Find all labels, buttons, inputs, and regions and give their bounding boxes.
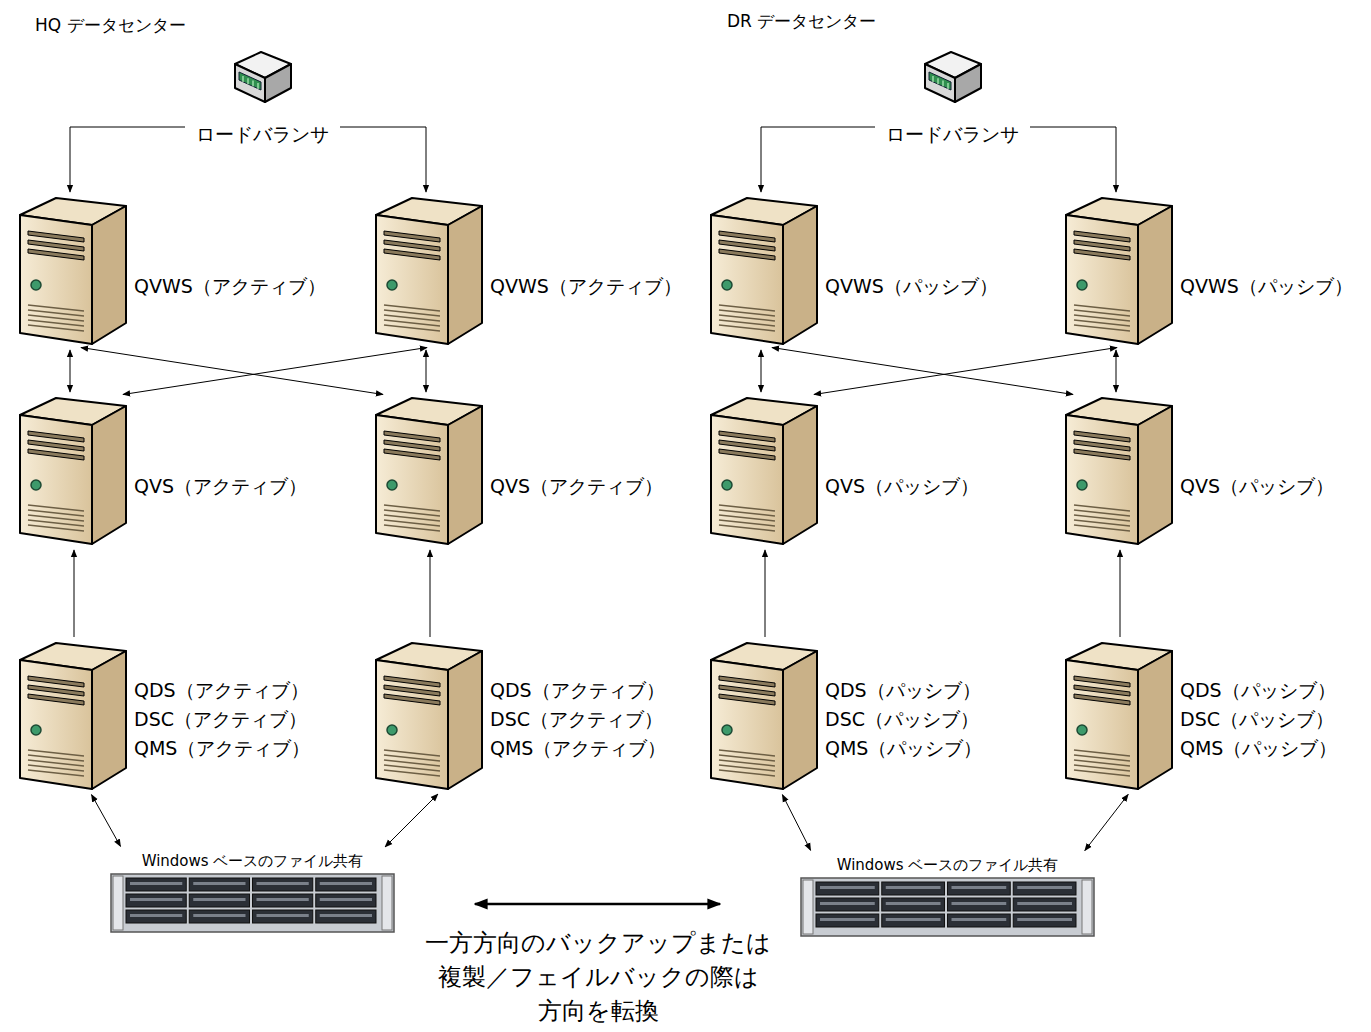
server-label-group: QVWS（パッシブ）	[1180, 272, 1353, 301]
server-icon	[703, 395, 823, 547]
load-balancer-icon	[921, 50, 985, 110]
connector	[430, 550, 431, 637]
connector	[761, 350, 762, 392]
server-label-group: QDS（アクティブ）DSC（アクティブ）QMS（アクティブ）	[134, 676, 310, 763]
connector	[1120, 550, 1121, 637]
connector	[772, 348, 1073, 395]
server-node: QVS（パッシブ）	[703, 395, 984, 547]
load-balancer: ロードバランサ	[185, 50, 340, 152]
server-role-text: DSC（アクティブ）	[134, 705, 310, 734]
server-node: QVS（アクティブ）	[368, 395, 668, 547]
storage-rack-icon	[110, 873, 395, 935]
server-icon	[12, 195, 132, 347]
connector	[92, 795, 121, 847]
server-role-text: QVS（パッシブ）	[1180, 472, 1334, 501]
server-role-text: QDS（アクティブ）	[134, 676, 310, 705]
server-role-text: QVWS（パッシブ）	[825, 272, 998, 301]
server-role-text: QVWS（パッシブ）	[1180, 272, 1353, 301]
connector	[761, 127, 875, 192]
connector	[385, 794, 438, 847]
server-role-text: QMS（アクティブ）	[490, 734, 666, 763]
load-balancer: ロードバランサ	[875, 50, 1030, 152]
server-icon	[1058, 640, 1178, 792]
connector	[74, 550, 75, 637]
connector	[70, 350, 71, 392]
server-icon	[703, 640, 823, 792]
server-label-group: QVWS（アクティブ）	[490, 272, 682, 301]
server-icon	[1058, 395, 1178, 547]
server-node: QVWS（アクティブ）	[368, 195, 686, 347]
server-icon	[368, 640, 488, 792]
server-node: QDS（パッシブ）DSC（パッシブ）QMS（パッシブ）	[1058, 640, 1342, 792]
server-role-text: QMS（アクティブ）	[134, 734, 310, 763]
server-icon	[12, 640, 132, 792]
connector	[426, 350, 427, 392]
server-role-text: QVS（アクティブ）	[134, 472, 307, 501]
server-label-group: QVWS（アクティブ）	[134, 272, 326, 301]
connector	[782, 795, 810, 851]
server-label-group: QVS（アクティブ）	[490, 472, 663, 501]
server-label-group: QDS（パッシブ）DSC（パッシブ）QMS（パッシブ）	[825, 676, 982, 763]
connector	[123, 348, 427, 395]
connector	[70, 127, 185, 192]
server-role-text: DSC（パッシブ）	[1180, 705, 1337, 734]
load-balancer-label: ロードバランサ	[185, 122, 340, 146]
server-role-text: DSC（アクティブ）	[490, 705, 666, 734]
server-role-text: QMS（パッシブ）	[1180, 734, 1337, 763]
connector	[1116, 350, 1117, 392]
server-role-text: QVS（アクティブ）	[490, 472, 663, 501]
server-node: QVWS（パッシブ）	[703, 195, 1002, 347]
server-icon	[703, 195, 823, 347]
connector	[340, 127, 426, 192]
replication-arrow	[475, 903, 720, 906]
server-node: QDS（アクティブ）DSC（アクティブ）QMS（アクティブ）	[368, 640, 671, 792]
server-node: QVS（パッシブ）	[1058, 395, 1339, 547]
server-label-group: QVS（アクティブ）	[134, 472, 307, 501]
server-role-text: QDS（パッシブ）	[825, 676, 982, 705]
server-role-text: QVWS（アクティブ）	[490, 272, 682, 301]
server-node: QVWS（パッシブ）	[1058, 195, 1357, 347]
load-balancer-icon	[231, 50, 295, 110]
connector	[765, 550, 766, 637]
edge-label: 一方方向のバックアップまたは 複製／フェイルバックの際は 方向を転換	[418, 926, 778, 1028]
server-node: QDS（パッシブ）DSC（パッシブ）QMS（パッシブ）	[703, 640, 987, 792]
server-label-group: QDS（アクティブ）DSC（アクティブ）QMS（アクティブ）	[490, 676, 666, 763]
server-icon	[12, 395, 132, 547]
server-role-text: QDS（アクティブ）	[490, 676, 666, 705]
server-role-text: DSC（パッシブ）	[825, 705, 982, 734]
server-label-group: QVS（パッシブ）	[1180, 472, 1334, 501]
server-node: QDS（アクティブ）DSC（アクティブ）QMS（アクティブ）	[12, 640, 315, 792]
server-node: QVS（アクティブ）	[12, 395, 312, 547]
server-node: QVWS（アクティブ）	[12, 195, 330, 347]
connector	[814, 348, 1117, 395]
file-share-storage: Windows ベースのファイル共有	[110, 849, 395, 933]
server-role-text: QVS（パッシブ）	[825, 472, 979, 501]
connector	[81, 348, 383, 395]
storage-rack-icon	[800, 877, 1095, 939]
server-icon	[368, 195, 488, 347]
server-icon	[1058, 195, 1178, 347]
center-title: HQ データセンター	[35, 14, 186, 37]
server-icon	[368, 395, 488, 547]
storage-label: Windows ベースのファイル共有	[800, 853, 1095, 875]
connector	[1085, 794, 1128, 850]
server-role-text: QVWS（アクティブ）	[134, 272, 326, 301]
server-label-group: QDS（パッシブ）DSC（パッシブ）QMS（パッシブ）	[1180, 676, 1337, 763]
file-share-storage: Windows ベースのファイル共有	[800, 853, 1095, 937]
server-role-text: QDS（パッシブ）	[1180, 676, 1337, 705]
server-label-group: QVS（パッシブ）	[825, 472, 979, 501]
load-balancer-label: ロードバランサ	[875, 122, 1030, 146]
center-title: DR データセンター	[727, 10, 876, 33]
server-role-text: QMS（パッシブ）	[825, 734, 982, 763]
connector	[1030, 127, 1116, 192]
storage-label: Windows ベースのファイル共有	[110, 849, 395, 871]
server-label-group: QVWS（パッシブ）	[825, 272, 998, 301]
